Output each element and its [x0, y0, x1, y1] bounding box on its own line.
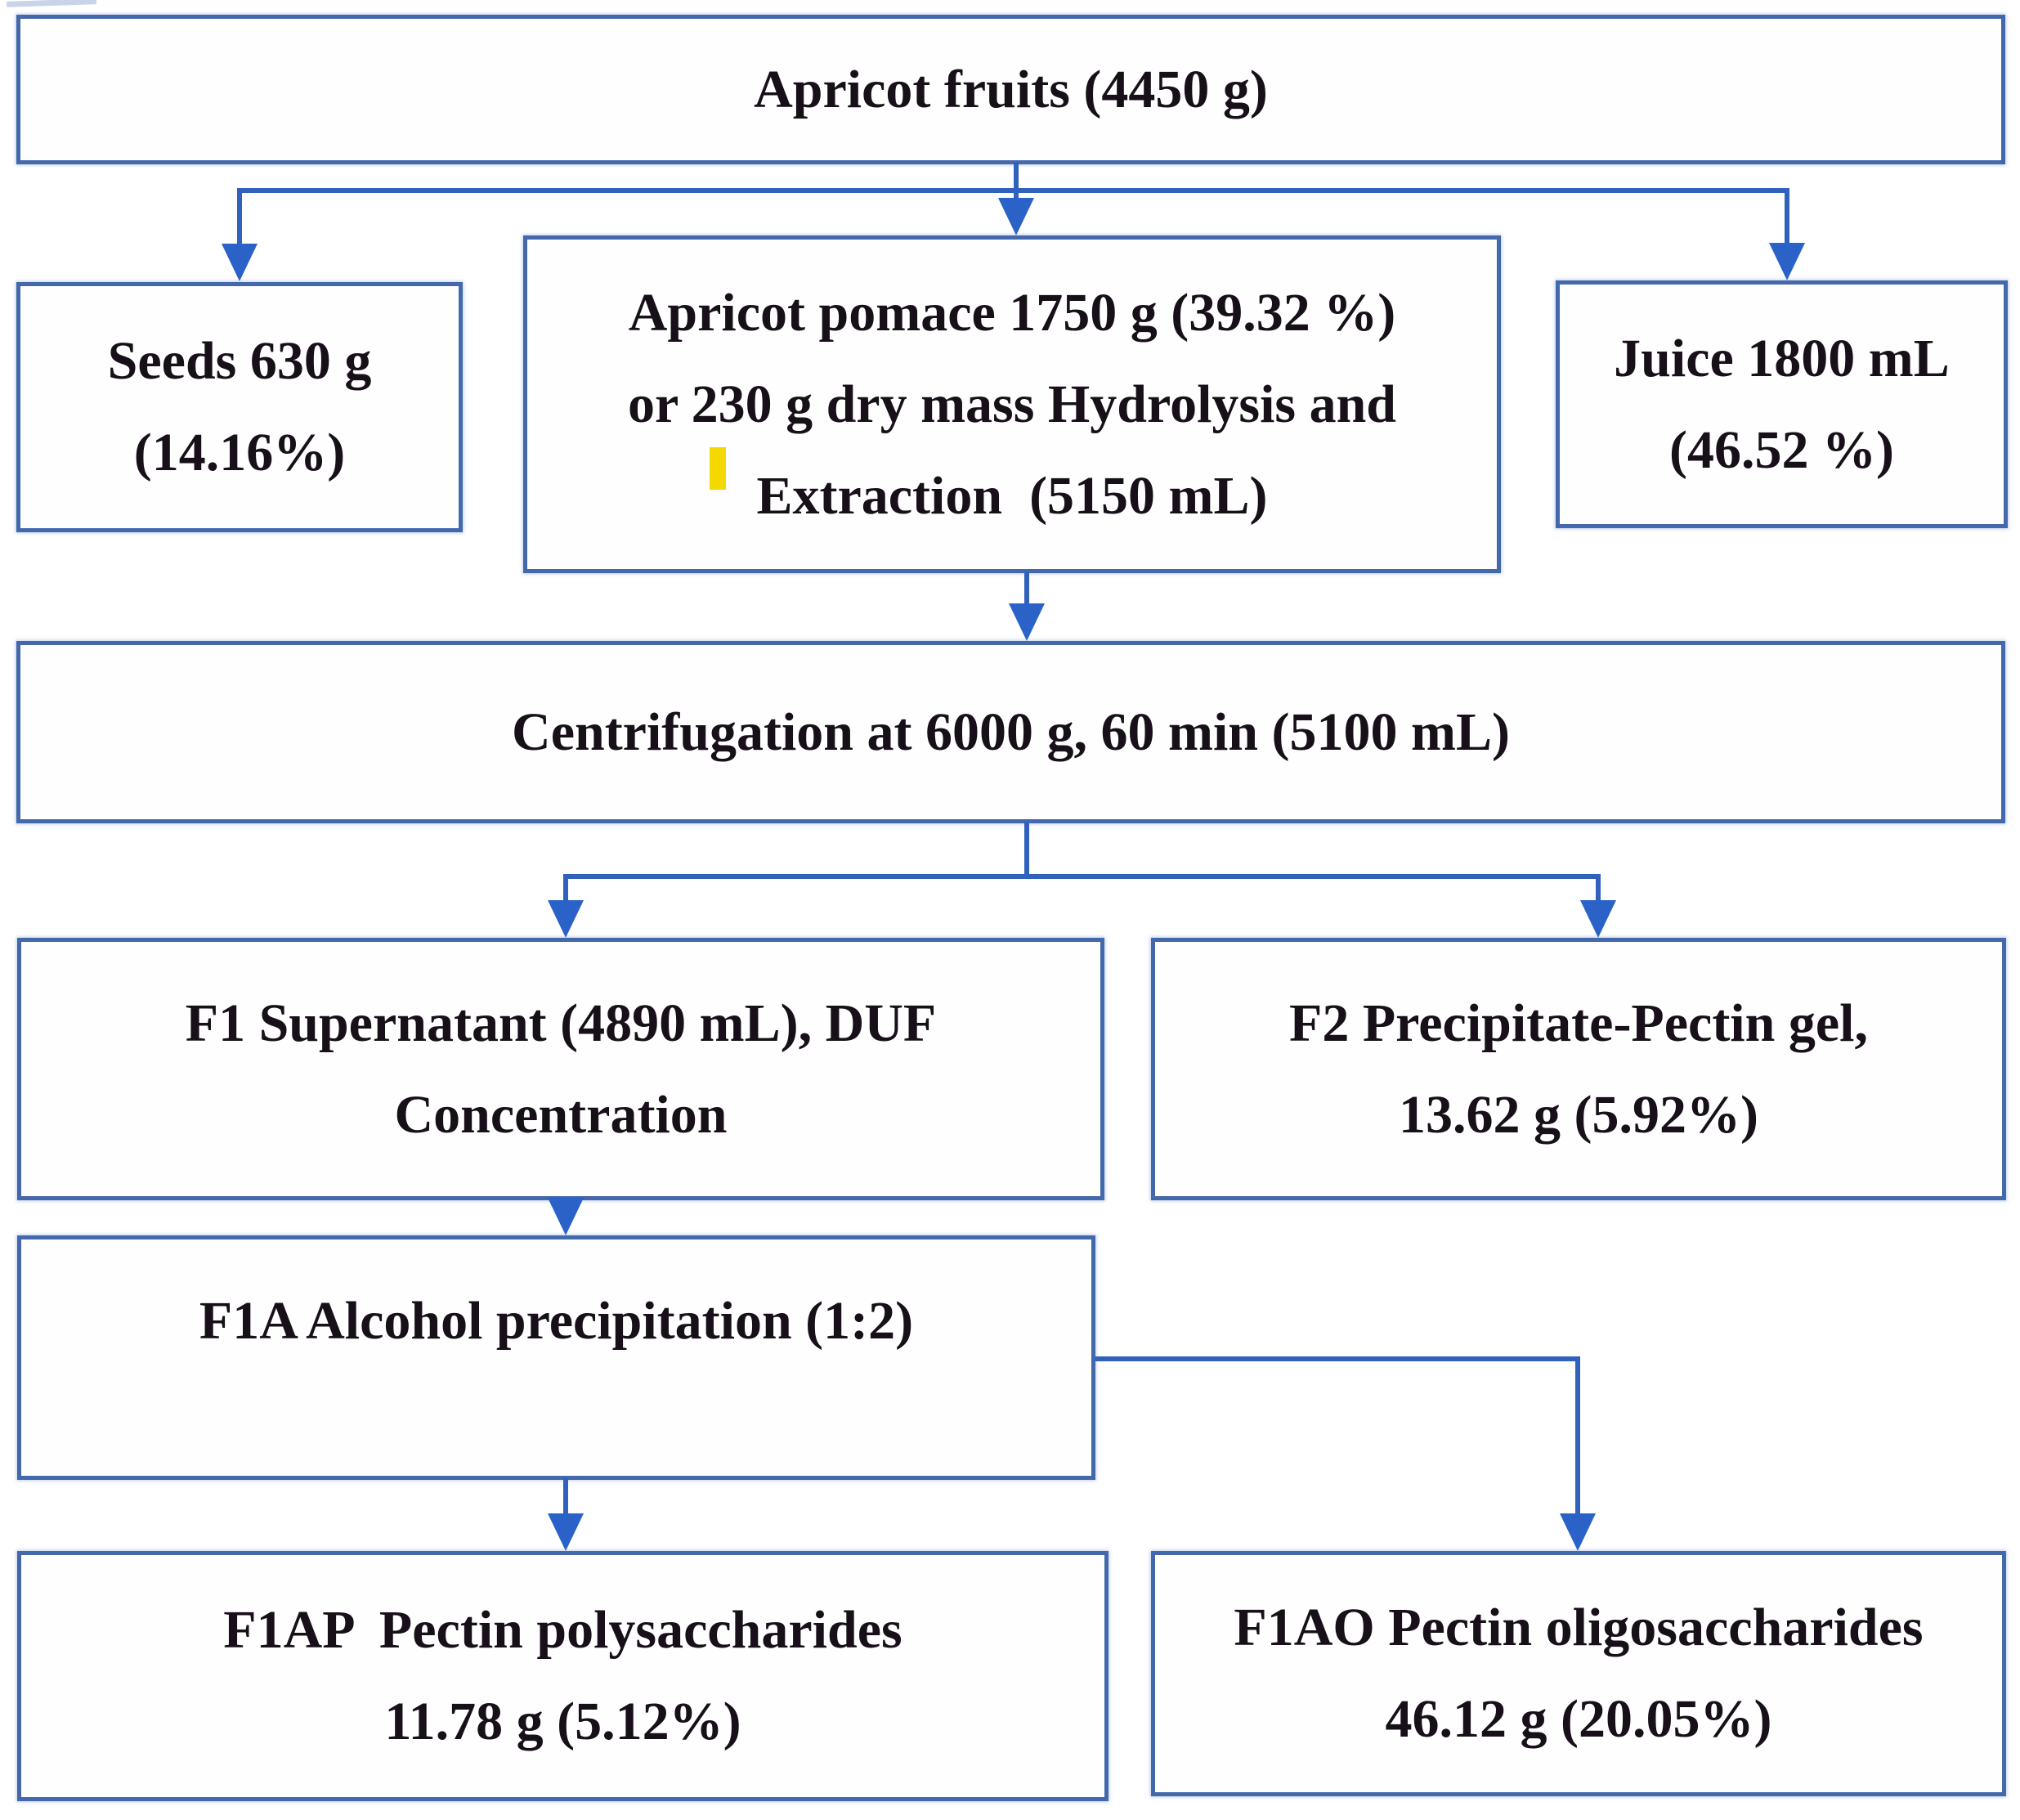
node-f1-line1: F1 Supernatant (4890 mL), DUF: [185, 993, 937, 1053]
highlight-cursor-mark: [710, 447, 726, 490]
arrowhead-to-juice: [1769, 243, 1805, 280]
node-f1a-label: F1A Alcohol precipitation (1:2): [199, 1291, 914, 1351]
connector-f1a-right: [1095, 1356, 1580, 1361]
connector-to-f2: [1596, 874, 1601, 903]
connector-to-juice: [1785, 188, 1789, 244]
node-apricot-fruits: Apricot fruits (4450 g): [16, 15, 2005, 164]
arrowhead-f1-f1a: [548, 1198, 584, 1235]
node-pomace-line2: or 230 g dry mass Hydrolysis and: [627, 374, 1397, 434]
arrowhead-to-pomace: [998, 198, 1034, 235]
crop-artifact-line: [6, 0, 97, 7]
connector-to-seeds: [237, 188, 242, 245]
node-pomace: Apricot pomace 1750 g (39.32 %) or 230 g…: [523, 235, 1501, 573]
node-f1ap-line2: 11.78 g (5.12%): [384, 1692, 741, 1751]
arrowhead-pomace-centrifugation: [1009, 603, 1045, 641]
arrowhead-to-seeds: [222, 244, 258, 281]
connector-to-f1: [563, 874, 568, 903]
arrowhead-f1a-f1ao: [1560, 1513, 1596, 1551]
node-seeds: Seeds 630 g (14.16%): [16, 282, 463, 532]
node-f1ao-line2: 46.12 g (20.05%): [1385, 1689, 1772, 1749]
connector-to-pomace: [1014, 188, 1019, 201]
connector-fruits-stem: [1014, 162, 1019, 193]
node-f1a-alcohol: F1A Alcohol precipitation (1:2): [17, 1235, 1095, 1480]
arrowhead-to-f2: [1580, 900, 1616, 938]
node-f1-supernatant: F1 Supernatant (4890 mL), DUF Concentrat…: [17, 938, 1104, 1200]
node-f1ao-oligosaccharides: F1AO Pectin oligosaccharides 46.12 g (20…: [1151, 1551, 2006, 1796]
node-f1-line2: Concentration: [394, 1084, 728, 1145]
node-f2-line2: 13.62 g (5.92%): [1399, 1084, 1758, 1145]
connector-fruits-branch: [237, 188, 1789, 193]
node-pomace-line3: Extraction (5150 mL): [756, 465, 1268, 526]
node-apricot-fruits-label: Apricot fruits (4450 g): [754, 59, 1268, 119]
node-seeds-line1: Seeds 630 g: [107, 331, 372, 391]
node-f1ap-polysaccharides: F1AP Pectin polysaccharides 11.78 g (5.1…: [17, 1551, 1109, 1801]
node-f2-precipitate: F2 Precipitate-Pectin gel, 13.62 g (5.92…: [1151, 938, 2006, 1200]
arrowhead-to-f1: [548, 900, 584, 938]
node-juice-line1: Juice 1800 mL: [1614, 328, 1950, 388]
node-centrifugation-label: Centrifugation at 6000 g, 60 min (5100 m…: [512, 702, 1510, 762]
node-f1ap-line1: F1AP Pectin polysaccharides: [223, 1600, 903, 1660]
connector-centrifugation-stem: [1024, 822, 1029, 879]
node-seeds-line2: (14.16%): [133, 423, 346, 482]
connector-pomace-centrifugation: [1024, 572, 1029, 606]
arrowhead-f1a-f1ap: [548, 1513, 584, 1551]
node-juice: Juice 1800 mL (46.52 %): [1556, 280, 2008, 528]
connector-f1a-f1ao: [1575, 1356, 1580, 1519]
connector-f1a-f1ap: [563, 1478, 568, 1515]
node-pomace-line1: Apricot pomace 1750 g (39.32 %): [628, 282, 1396, 343]
node-juice-line2: (46.52 %): [1669, 419, 1894, 480]
connector-centrifugation-branch: [563, 874, 1601, 879]
node-centrifugation: Centrifugation at 6000 g, 60 min (5100 m…: [16, 641, 2005, 823]
node-f1ao-line1: F1AO Pectin oligosaccharides: [1234, 1598, 1924, 1657]
node-f2-line1: F2 Precipitate-Pectin gel,: [1289, 993, 1868, 1053]
